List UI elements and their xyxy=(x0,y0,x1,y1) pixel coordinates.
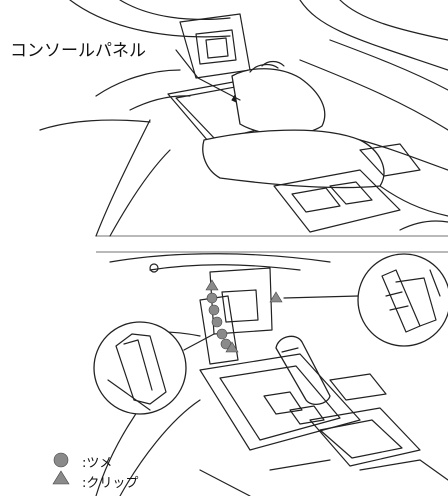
bottom-illustration xyxy=(93,251,448,496)
claw-markers xyxy=(206,292,232,350)
legend-claw-label: :ツメ xyxy=(82,456,113,471)
top-illustration xyxy=(39,0,448,237)
legend-clip-label: :クリップ xyxy=(82,476,139,491)
legend-triangle-icon xyxy=(52,470,70,485)
clip-markers xyxy=(205,279,283,353)
legend-circle-icon xyxy=(53,452,69,468)
legend-symbols xyxy=(52,452,70,485)
console-panel-callout: コンソールパネル xyxy=(8,36,148,61)
